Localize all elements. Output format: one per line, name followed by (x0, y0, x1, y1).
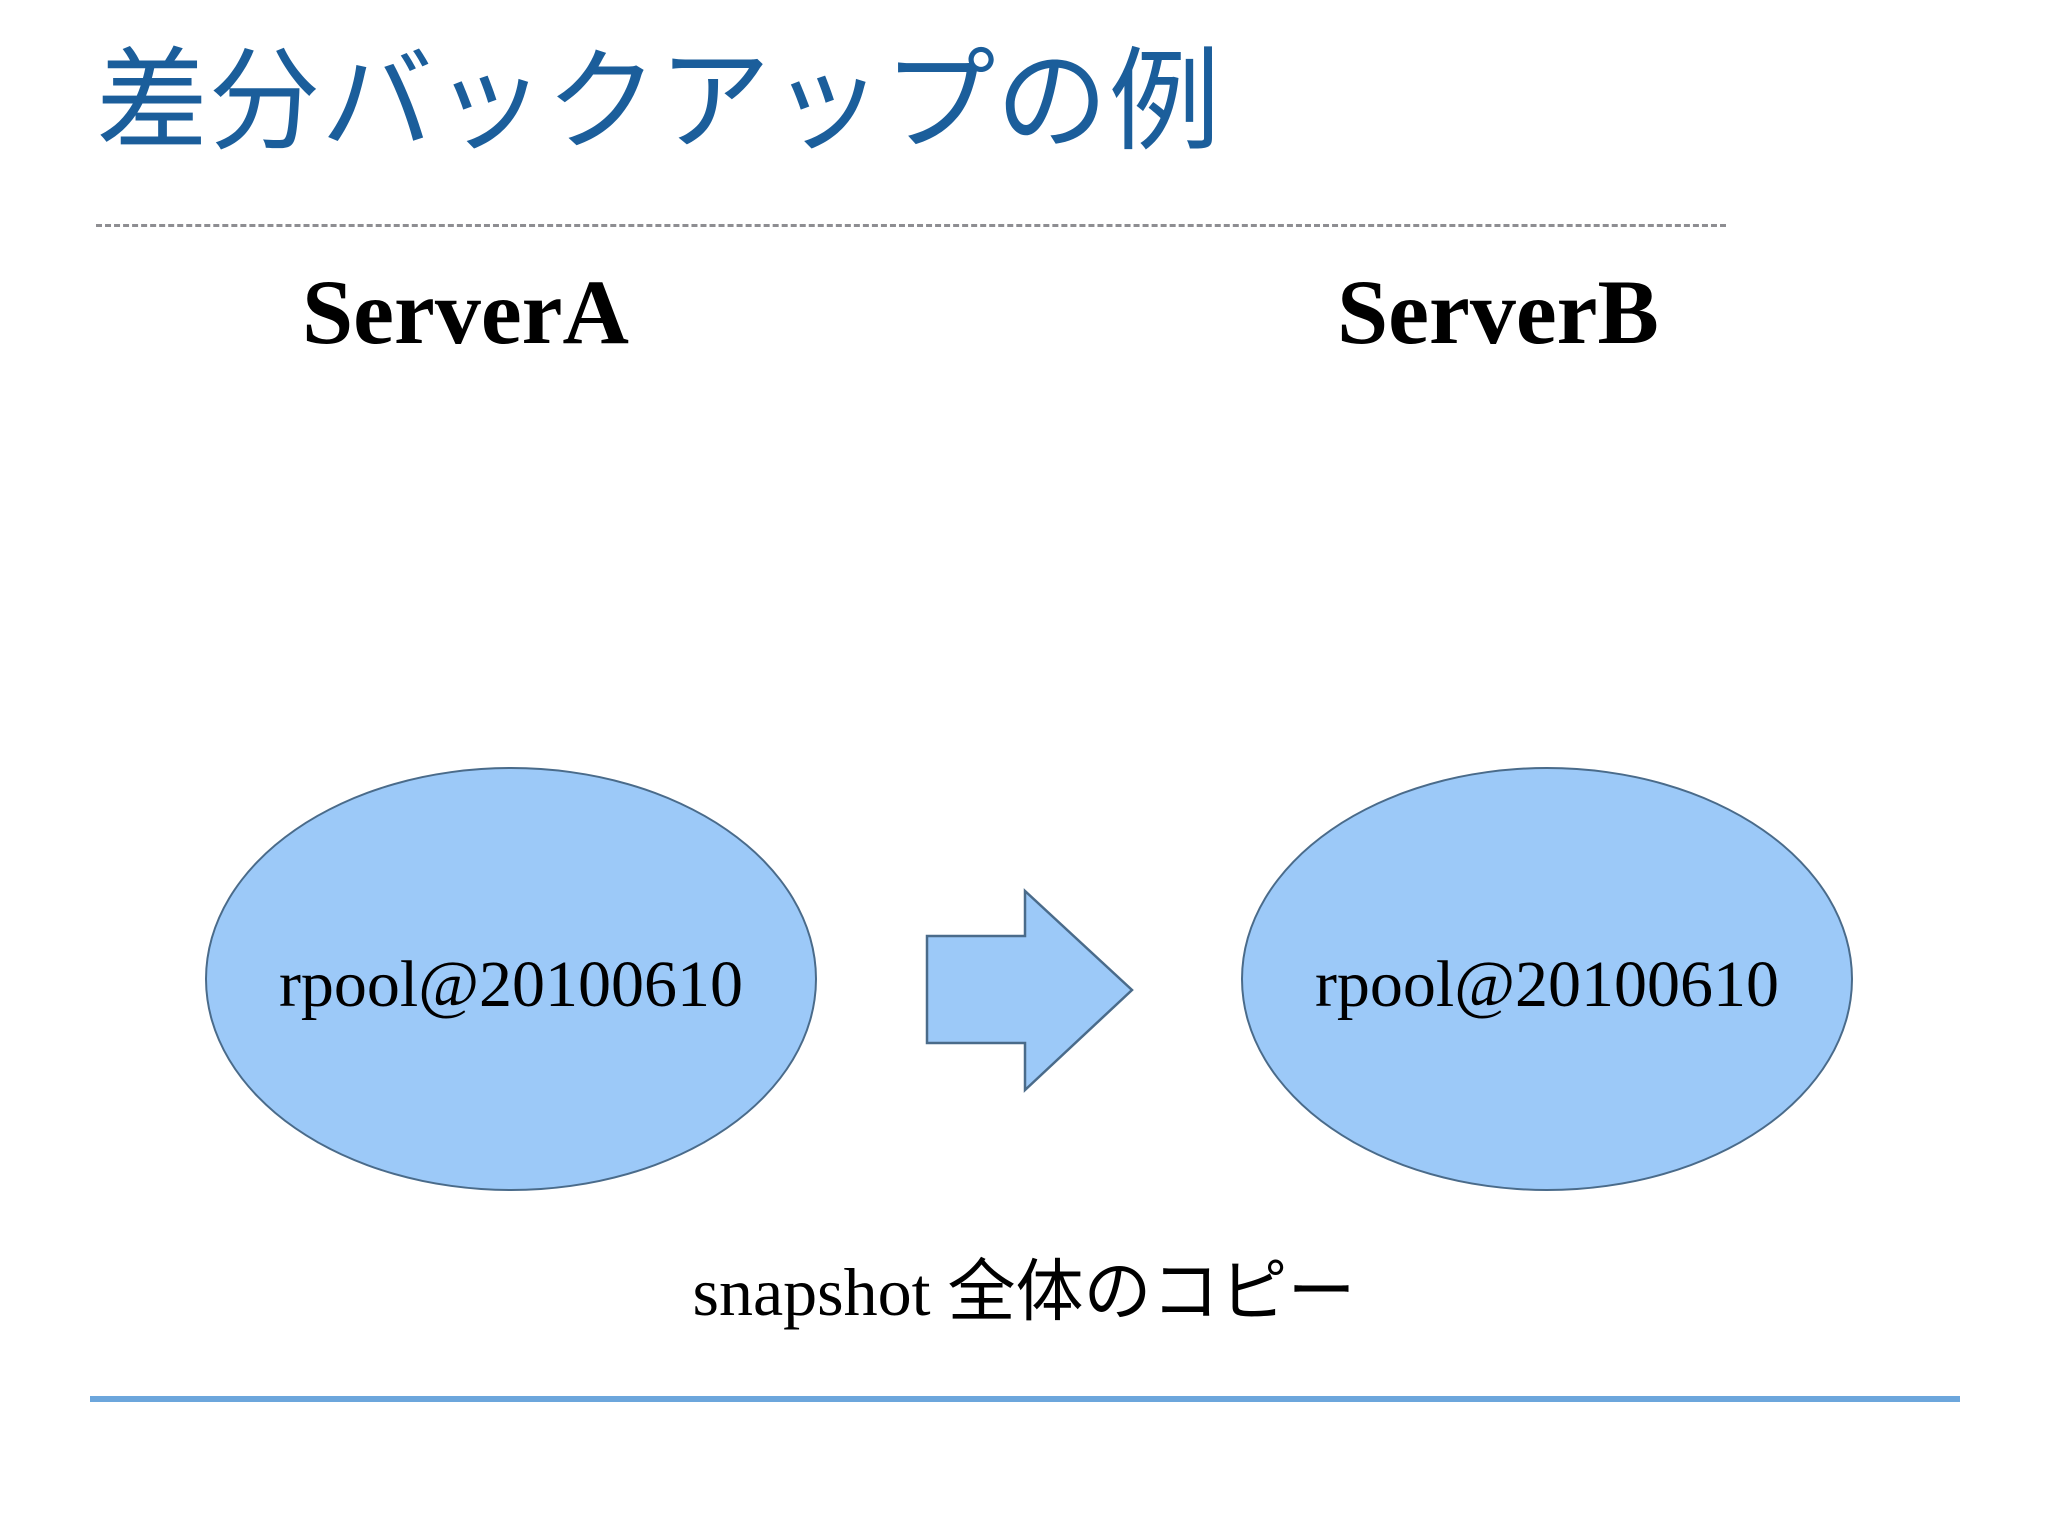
server-a-pool-ellipse: rpool@20100610 (205, 767, 817, 1191)
server-a-heading: ServerA (302, 261, 629, 363)
server-b-heading: ServerB (1337, 261, 1659, 363)
title-divider (96, 224, 1726, 227)
diagram-caption: snapshot 全体のコピー (692, 1254, 1356, 1330)
slide-footer: opensolaris™ hbstudy#12 ZFS でストレージ でもストレ… (0, 1402, 2048, 1536)
page-title: 差分バックアップの例 (96, 39, 1221, 164)
server-a-pool-label: rpool@20100610 (278, 948, 744, 1021)
block-arrow-right-icon (925, 888, 1135, 1093)
footer-divider (90, 1396, 1960, 1402)
server-b-pool-label: rpool@20100610 (1314, 948, 1780, 1021)
server-b-pool-ellipse: rpool@20100610 (1241, 767, 1853, 1191)
